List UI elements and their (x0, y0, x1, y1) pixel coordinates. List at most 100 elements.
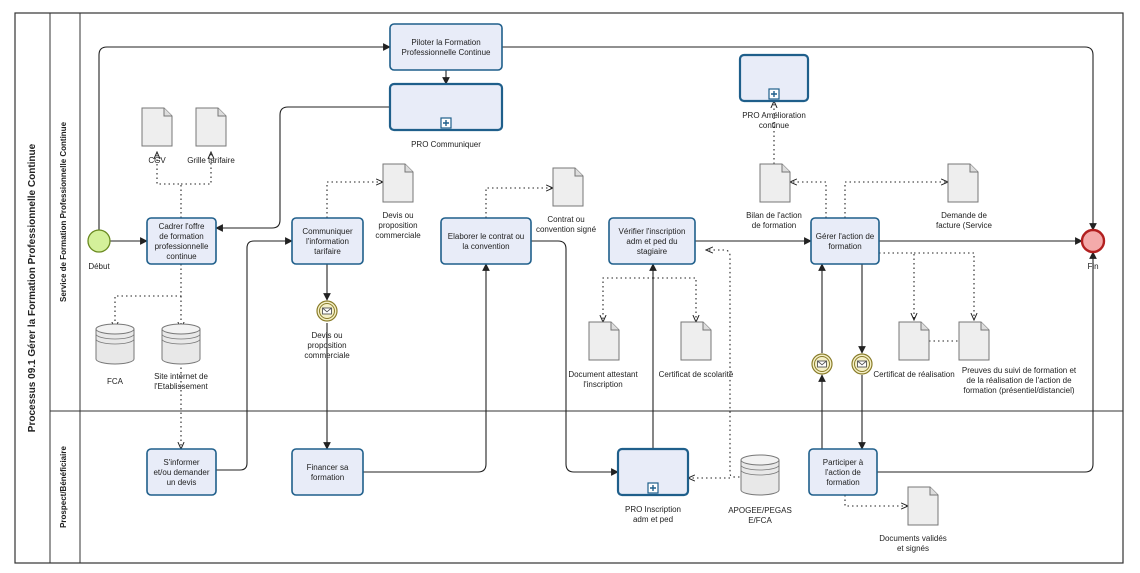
document-label: formation (présentiel/distanciel) (963, 386, 1074, 395)
datastore-label: E/FCA (748, 516, 772, 525)
start-event[interactable]: Début (87, 229, 111, 271)
document-label: convention signé (536, 225, 597, 234)
envelope-icon (857, 360, 867, 368)
task-label: formation (826, 478, 859, 487)
document-label: CGV (148, 156, 166, 165)
lane-title-service: Service de Formation Professionnelle Con… (59, 121, 68, 302)
document-certif-realisation[interactable]: Certificat de réalisation (873, 321, 955, 379)
pool-title: Processus 09.1 Gérer la Formation Profes… (27, 143, 38, 432)
task-label: Piloter la Formation (411, 38, 480, 47)
document-icon (898, 321, 930, 361)
task-box (608, 217, 696, 265)
subprocess-box (616, 447, 690, 497)
document-label: facture (Service (936, 221, 993, 230)
task-box (808, 448, 878, 496)
flow-participer-fin (877, 251, 1097, 473)
datastore-icon (161, 329, 201, 365)
document-grille[interactable]: Grille tarifaire (187, 107, 235, 165)
task-label: Cadrer l'offre (159, 222, 205, 231)
task-label: l'information (306, 237, 349, 246)
datastore-label: APOGEE/PEGAS (728, 506, 792, 515)
assoc-verifier-certifscol (653, 277, 696, 322)
task-label: Elaborer le contrat ou (448, 232, 525, 241)
message-event-label: proposition (307, 341, 346, 350)
message-event-msg-gerer-2[interactable] (851, 353, 873, 375)
task-label: l'action de (825, 468, 861, 477)
assoc-gerer-bilan (790, 182, 827, 218)
document-label: Documents validés (879, 534, 947, 543)
document-cgv[interactable]: CGV (141, 107, 173, 165)
start-event-circle (87, 229, 111, 253)
expand-plus-icon[interactable] (440, 117, 452, 129)
datastore-label: Site internet de (154, 372, 208, 381)
task-box (291, 448, 364, 496)
document-icon (588, 321, 620, 361)
subprocess-pro-communiquer[interactable]: PRO Communiquer (388, 82, 504, 149)
expand-plus-icon[interactable] (647, 482, 659, 494)
document-label: l'inscription (583, 380, 622, 389)
document-label: Certificat de scolarité (659, 370, 734, 379)
document-label: Contrat ou (547, 215, 584, 224)
task-box (146, 217, 217, 265)
flow-debut-piloter (98, 43, 391, 230)
task-label: S'informer (163, 458, 200, 467)
datastore-site[interactable]: Site internet del'Etablissement (154, 323, 209, 391)
message-event-msg-gerer-1[interactable] (811, 353, 833, 375)
document-icon (958, 321, 990, 361)
document-icon (195, 107, 227, 147)
task-label: la convention (462, 242, 509, 251)
document-icon (552, 167, 584, 207)
datastore-fca[interactable]: FCA (95, 323, 135, 386)
document-icon (907, 486, 939, 526)
task-box (389, 23, 503, 71)
expand-plus-icon[interactable] (768, 88, 780, 100)
document-label: Devis ou (382, 211, 413, 220)
task-label: continue (166, 252, 197, 261)
start-event-label: Début (88, 262, 110, 271)
document-label: Certificat de réalisation (873, 370, 954, 379)
assoc-gerer-preuves (914, 252, 974, 320)
assoc-communiquer-devis (326, 182, 383, 218)
subprocess-box (388, 82, 504, 132)
task-label: formation (828, 242, 861, 251)
task-label: tarifaire (314, 247, 341, 256)
flow-financer-elaborer (363, 263, 490, 473)
document-icon (759, 163, 791, 203)
task-box (291, 217, 364, 265)
task-label: Participer à (823, 458, 864, 467)
document-certif-scolarite[interactable]: Certificat de scolarité (659, 321, 734, 379)
subprocess-label: PRO Amélioration (742, 111, 806, 120)
end-event[interactable]: Fin (1080, 228, 1106, 271)
task-label: Communiquer (302, 227, 353, 236)
task-label: formation (311, 473, 344, 482)
document-icon (382, 163, 414, 203)
subprocess-label: continue (759, 121, 790, 130)
assoc-gerer-certifrealisation (879, 252, 914, 320)
datastore-label: l'Etablissement (154, 382, 208, 391)
task-box (810, 217, 880, 265)
datastore-icon (95, 329, 135, 365)
end-event-label: Fin (1087, 262, 1098, 271)
